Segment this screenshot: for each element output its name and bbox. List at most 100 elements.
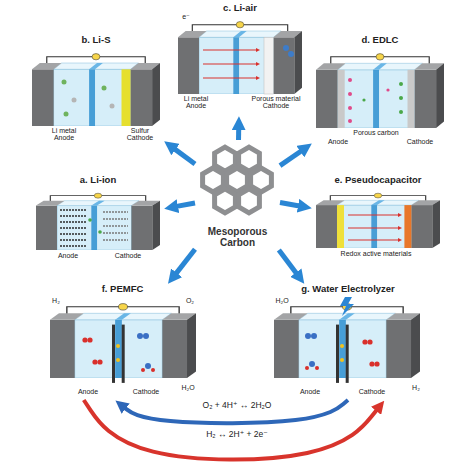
part-label: Anode bbox=[68, 388, 108, 395]
connector-arrow bbox=[123, 400, 348, 423]
illustration-shape bbox=[239, 147, 260, 171]
illustration-shape bbox=[102, 86, 107, 91]
illustration-shape bbox=[283, 45, 289, 51]
illustration-shape bbox=[215, 189, 236, 213]
part-label: Cathode bbox=[108, 252, 148, 259]
illustration-shape bbox=[215, 147, 236, 171]
illustration-shape bbox=[408, 70, 415, 128]
illustration-shape bbox=[348, 78, 352, 82]
part-label: H₂O bbox=[177, 384, 199, 391]
illustration-shape bbox=[348, 106, 352, 110]
panel-title: f. PEMFC bbox=[102, 284, 144, 294]
panel-title: e. Pseudocapacitor bbox=[334, 175, 421, 185]
edlc-cell bbox=[316, 54, 444, 128]
illustration-shape bbox=[336, 325, 339, 383]
illustration-shape bbox=[399, 96, 403, 100]
illustration-shape bbox=[88, 218, 92, 222]
part-label: Cathode bbox=[352, 388, 392, 395]
illustration-shape bbox=[374, 361, 379, 366]
illustration-shape bbox=[32, 54, 160, 126]
part-label: Porous material Cathode bbox=[247, 95, 305, 110]
illustration-shape bbox=[398, 238, 402, 242]
illustration-shape bbox=[92, 359, 97, 364]
illustration-shape bbox=[256, 62, 260, 66]
illustration-shape bbox=[60, 210, 86, 246]
connector-arrow bbox=[84, 400, 379, 460]
water-electrolyzer-cell bbox=[274, 297, 420, 383]
pemfc-cell bbox=[50, 304, 196, 383]
part-label: Li metal Anode bbox=[178, 95, 214, 110]
illustration-shape bbox=[143, 333, 149, 339]
part-label: Anode bbox=[48, 252, 88, 259]
illustration-shape bbox=[151, 368, 155, 372]
part-label: H₂ bbox=[48, 297, 64, 304]
illustration-shape bbox=[311, 333, 317, 339]
illustration-shape bbox=[386, 88, 389, 91]
panel-title: c. Li-air bbox=[223, 3, 257, 13]
illustration-shape bbox=[110, 104, 115, 109]
illustration-shape bbox=[288, 51, 294, 57]
illustration-shape bbox=[98, 230, 102, 234]
illustration-shape bbox=[346, 325, 349, 383]
part-label: Redox active materials bbox=[326, 250, 426, 257]
panel-title: d. EDLC bbox=[362, 35, 399, 45]
illustration-shape bbox=[36, 193, 160, 250]
illustration-shape bbox=[256, 76, 260, 80]
li-air-cell bbox=[178, 22, 302, 94]
illustration-shape bbox=[399, 82, 403, 86]
illustration-shape bbox=[256, 48, 260, 52]
panel-node: a. Li-ion bbox=[32, 175, 164, 267]
connector-arrow bbox=[172, 147, 195, 164]
part-label: Cathode bbox=[400, 138, 440, 145]
reaction-equation: H₂ ↔ 2H⁺ + 2e⁻ bbox=[172, 430, 302, 439]
illustration-shape bbox=[362, 339, 367, 344]
illustration-shape bbox=[116, 344, 120, 348]
illustration-shape bbox=[203, 50, 256, 78]
illustration-shape bbox=[122, 69, 131, 126]
illustration-shape bbox=[362, 98, 365, 101]
material-name: Mesoporous Carbon bbox=[195, 226, 280, 248]
illustration-shape bbox=[348, 119, 352, 123]
part-label: Porous carbon bbox=[341, 129, 411, 136]
panel-node: f. PEMFC bbox=[45, 284, 200, 400]
illustration-shape bbox=[348, 92, 352, 96]
li-s-cell bbox=[32, 54, 160, 126]
illustration-shape bbox=[398, 226, 402, 230]
part-label: Sulfur Cathode bbox=[123, 127, 157, 142]
illustration-shape bbox=[315, 366, 319, 370]
illustration-shape bbox=[178, 22, 302, 94]
illustration-shape bbox=[64, 112, 69, 117]
part-label: Li metal Anode bbox=[46, 127, 82, 142]
illustration-shape bbox=[103, 212, 128, 240]
illustration-shape bbox=[145, 363, 151, 369]
illustration-shape bbox=[367, 339, 372, 344]
illustration-shape bbox=[137, 333, 143, 339]
illustration-shape bbox=[309, 361, 315, 367]
part-label: e⁻ bbox=[179, 13, 193, 20]
illustration-shape bbox=[122, 325, 125, 383]
illustration-shape bbox=[337, 205, 344, 248]
illustration-shape bbox=[316, 54, 444, 128]
part-label: Anode bbox=[290, 388, 330, 395]
illustration-shape bbox=[87, 337, 92, 342]
illustration-shape bbox=[369, 361, 374, 366]
mesoporous-carbon-symbol bbox=[203, 147, 272, 213]
connector-arrow bbox=[280, 149, 304, 165]
part-label: H₂O bbox=[271, 297, 293, 304]
panel-title: b. Li-S bbox=[81, 35, 110, 45]
illustration-shape bbox=[340, 297, 354, 316]
illustration-shape bbox=[251, 168, 272, 192]
illustration-shape bbox=[97, 359, 102, 364]
illustration-shape bbox=[305, 366, 309, 370]
panel-title: a. Li-ion bbox=[80, 175, 116, 185]
material-node: Mesoporous Carbon bbox=[195, 140, 280, 250]
illustration-shape bbox=[305, 333, 311, 339]
illustration-shape bbox=[340, 358, 344, 362]
illustration-shape bbox=[72, 98, 77, 103]
illustration-shape bbox=[116, 358, 120, 362]
illustration-shape bbox=[141, 368, 145, 372]
part-label: O₂ bbox=[182, 297, 198, 304]
